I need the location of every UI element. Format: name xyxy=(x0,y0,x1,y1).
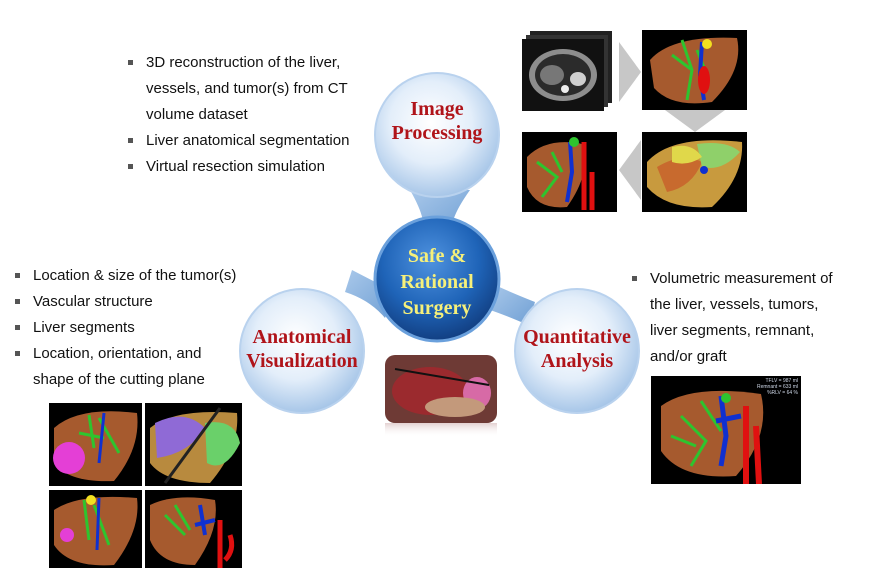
bullet-item: Liver segments xyxy=(15,315,236,341)
bullet-item: Volumetric measurement of xyxy=(632,266,833,292)
liver-3d-render-3 xyxy=(522,132,617,212)
quantitative-analysis-title: Quantitative Analysis xyxy=(523,326,631,372)
center-title: Safe & Rational Surgery xyxy=(400,245,474,319)
bullet-continuation: and/or graft xyxy=(650,348,727,365)
bullet-continuation: liver segments, remnant, xyxy=(650,322,815,339)
liver-vessels-render xyxy=(145,490,242,568)
bullet-item: Location, orientation, and xyxy=(15,341,236,367)
image-processing-circle xyxy=(374,72,500,198)
image-processing-bullets: 3D reconstruction of the liver, vessels,… xyxy=(128,50,349,180)
anatomical-visualization-title: Anatomical Visualization xyxy=(246,326,358,372)
bullet-item: 3D reconstruction of the liver, xyxy=(128,50,349,76)
bullet-continuation: shape of the cutting plane xyxy=(33,371,205,388)
arrow-right xyxy=(619,42,641,102)
ct-slice-stack xyxy=(522,31,612,111)
bullet-item: Liver anatomical segmentation xyxy=(128,128,349,154)
center-circle xyxy=(373,215,501,343)
bullet-item: Virtual resection simulation xyxy=(128,154,349,180)
arrow-down xyxy=(665,110,725,132)
liver-3d-render-1 xyxy=(642,30,747,110)
anatomical-visualization-bullets: Location & size of the tumor(s) Vascular… xyxy=(15,263,236,393)
bullet-continuation: vessels, and tumor(s) from CT xyxy=(146,80,348,97)
liver-cutting-plane-render xyxy=(145,403,242,486)
bullet-item: Vascular structure xyxy=(15,289,236,315)
bullet-item: Location & size of the tumor(s) xyxy=(15,263,236,289)
anatomical-visualization-circle xyxy=(239,288,365,414)
quantitative-analysis-circle xyxy=(514,288,640,414)
arrow-left xyxy=(619,140,641,200)
connector-right xyxy=(490,285,535,325)
quantitative-analysis-bullets: Volumetric measurement of the liver, ves… xyxy=(632,266,833,370)
liver-tumor-render xyxy=(49,403,142,486)
liver-3d-render-4 xyxy=(642,132,747,212)
surgery-photo xyxy=(385,355,497,437)
liver-segments-render xyxy=(49,490,142,568)
bullet-continuation: the liver, vessels, tumors, xyxy=(650,296,819,313)
image-processing-title: Image Processing xyxy=(391,98,483,144)
volumetry-readout: TFLV = 987 ml Remnant = 633 ml %RLV = 64… xyxy=(757,378,798,396)
liver-volumetry-render xyxy=(651,376,801,484)
bullet-continuation: volume dataset xyxy=(146,106,248,123)
